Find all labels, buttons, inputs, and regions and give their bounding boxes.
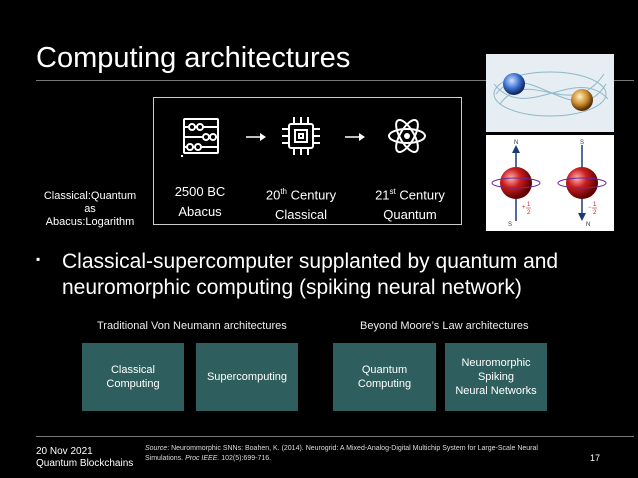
spin-sign: − xyxy=(588,205,592,211)
era-name: Quantum xyxy=(383,207,437,223)
atom-icon xyxy=(388,119,426,153)
spin-num: 1 xyxy=(527,202,531,208)
era-year: 20th Century xyxy=(265,187,337,203)
analogy-line: Classical:Quantum xyxy=(43,190,137,202)
footer-info: 20 Nov 2021 Quantum Blockchains xyxy=(36,446,133,470)
era-name: Classical xyxy=(274,207,327,223)
spin-label: N xyxy=(586,222,590,228)
era-label-quantum: 21st Century Quantum xyxy=(360,182,460,225)
era-label-abacus: 2500 BC Abacus xyxy=(150,182,250,222)
spin-den: 2 xyxy=(593,210,597,216)
abacus-icon xyxy=(181,118,219,157)
card-supercomputing: Supercomputing xyxy=(196,343,298,411)
spin-label: S xyxy=(580,140,584,146)
era-label-classical: 20th Century Classical xyxy=(251,182,351,225)
era-year: 21st Century xyxy=(375,187,445,203)
bullet-text: Classical-supercomputer supplanted by qu… xyxy=(62,249,592,301)
entanglement-illustration xyxy=(486,54,614,132)
section-heading-von-neumann: Traditional Von Neumann architectures xyxy=(97,320,287,332)
footer-date: 20 Nov 2021 xyxy=(36,446,93,457)
spin-den: 2 xyxy=(527,210,531,216)
arrow-right-icon xyxy=(345,133,365,141)
era-name: Abacus xyxy=(178,204,222,219)
slide-title: Computing architectures xyxy=(36,42,351,74)
spin-sign: + xyxy=(522,205,526,211)
era-year: 2500 BC xyxy=(174,184,226,199)
spin-diagram: N S S N + 1 2 − 1 2 xyxy=(486,135,614,231)
bullet-line: Classical-supercomputer supplanted by qu… xyxy=(62,250,559,273)
era-timeline-box xyxy=(153,97,462,225)
bullet-square-icon: ▪ xyxy=(36,252,41,266)
analogy-line: Abacus:Logarithm xyxy=(45,216,135,228)
analogy-line: as xyxy=(84,203,96,215)
footer-divider xyxy=(36,436,634,437)
chip-icon xyxy=(282,117,320,155)
bullet-line: neuromorphic computing (spiking neural n… xyxy=(62,276,522,299)
spin-label: N xyxy=(514,140,518,146)
footer-event: Quantum Blockchains xyxy=(36,458,134,469)
title-divider xyxy=(36,80,634,81)
spin-label: S xyxy=(508,222,512,228)
page-number: 17 xyxy=(590,453,601,463)
analogy-text: Classical:Quantum as Abacus:Logarithm xyxy=(40,190,140,229)
source-citation: Source: Neurommorphic SNNs: Boahen, K. (… xyxy=(145,445,538,462)
spin-num: 1 xyxy=(593,202,597,208)
section-heading-beyond-moore: Beyond Moore’s Law architectures xyxy=(360,320,529,332)
arrow-right-icon xyxy=(246,133,266,141)
